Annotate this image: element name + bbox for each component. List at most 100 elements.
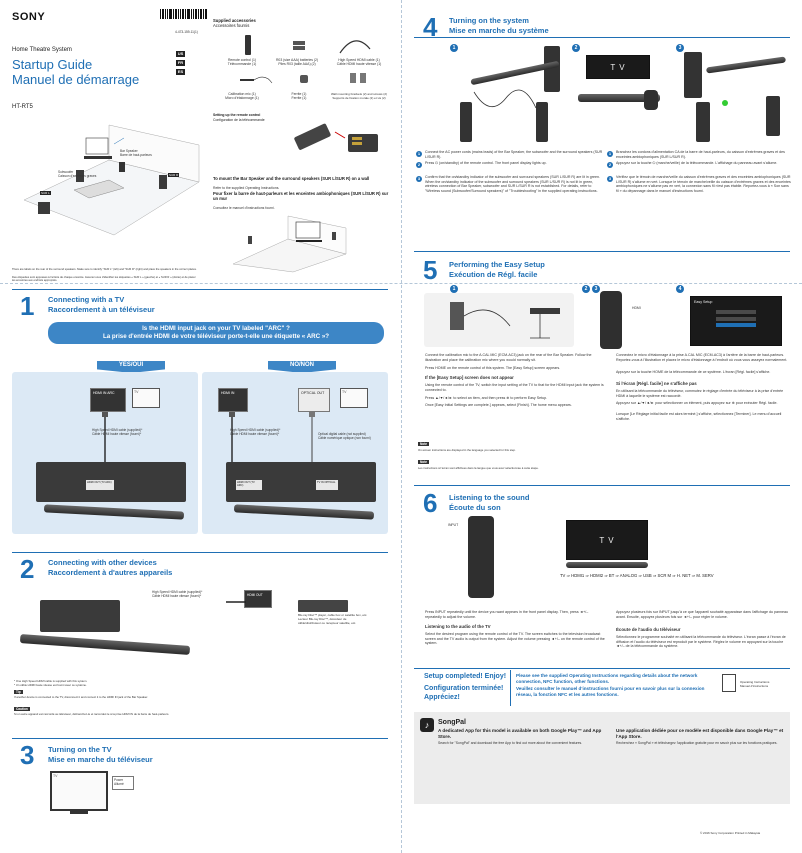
- tip-text: If another device is connected to the TV…: [14, 695, 149, 699]
- step-5-3-fr: Appuyez sur ▲/▼/◄/► pour sélectionner un…: [616, 401, 778, 405]
- enjoy-en: Setup completed! Enjoy!: [424, 673, 507, 680]
- device-hdmi-out-jack: HDMI OUT: [244, 590, 272, 608]
- sec6-listen-heading-en: Listening to the audio of the TV: [425, 624, 491, 629]
- sec2-cable-label: High Speed HDMI cable (supplied)* Câble …: [152, 590, 203, 598]
- mount-heading-fr: Pour fixer la barre de haut-parleurs et …: [213, 191, 389, 201]
- sec2-bar-rear-panel: [40, 600, 120, 632]
- menu-item-1[interactable]: [716, 310, 756, 314]
- section-6-number: 6: [423, 488, 438, 518]
- mount-heading-en: To mount the Bar Speaker and the surroun…: [213, 176, 370, 181]
- bar-rear-panel-yes: HDMI OUT (TV ARC): [36, 462, 186, 502]
- step-4-2-fr: Appuyez sur la touche ⏻ (marche/veille) …: [616, 161, 778, 165]
- section-5-rule: [414, 251, 790, 252]
- sec3-tv-stand: [70, 811, 88, 814]
- easy-setup-screen: Easy Setup: [690, 296, 782, 346]
- subwoofer-step1: [544, 46, 560, 92]
- step-5-2-fr: Appuyez sur la touche HOME de la télécom…: [616, 370, 771, 374]
- step-5-1-badge: 1: [450, 285, 458, 293]
- operating-instructions-book-icon: [722, 674, 736, 692]
- bar-rear-panel-no: HDMI OUT (TV ARC) TV IN OPTICAL: [226, 462, 376, 502]
- step-4-1-en: Connect the AC power cords (mains leads)…: [425, 150, 603, 159]
- remote-step6: [468, 516, 494, 598]
- remote-step2: [644, 90, 658, 110]
- remote-setup-heading-fr: Configuration de la télécommande: [213, 118, 265, 122]
- if-not-appear-en: If the [Easy Setup] screen does not appe…: [425, 375, 514, 380]
- hdmi-out-tv-arc-jack: HDMI OUT (TV ARC): [86, 480, 114, 490]
- accessories-icons: [240, 35, 371, 84]
- tv-hdmi-arc-jack: HDMI IN ARC: [90, 388, 126, 412]
- tv-no-label: TV: [342, 390, 347, 394]
- mount-text-en: Refer to the supplied Operating Instruct…: [213, 186, 280, 190]
- sur-r-label: SUR R: [168, 173, 180, 177]
- step-4-3-fr-badge: 3: [607, 176, 613, 182]
- step-5-4-en: Once [Easy Initial Settings are complete…: [425, 403, 572, 407]
- enjoy-fr: Configuration terminée! Appréciez!: [424, 685, 504, 701]
- songpal-head-fr: Une application dédiée pour ce modèle es…: [616, 728, 784, 739]
- model-number: HT-RT5: [12, 104, 33, 110]
- easy-setup-screen-title: Easy Setup: [694, 300, 713, 304]
- tv-optical-out-jack: OPTICAL OUT: [298, 388, 330, 412]
- device-label: Blu-ray Disc™ player, cable box or satel…: [298, 613, 368, 625]
- songpal-head-en: A dedicated App for this model is availa…: [438, 728, 602, 739]
- section-5-title-fr: Exécution de Régl. facile: [449, 270, 538, 279]
- songpal-app-icon: ♪: [420, 718, 434, 732]
- tv-no: TV: [340, 388, 368, 408]
- blu-ray-player: [298, 600, 348, 612]
- bar-step3: [705, 56, 787, 74]
- sony-logo: SONY: [12, 11, 46, 23]
- title-fr: Manuel de démarrage: [12, 72, 140, 87]
- step-5-4-fr: Lorsque [Le Réglage initial facile est a…: [616, 412, 782, 421]
- section-3-title-en: Turning on the TV: [48, 745, 112, 754]
- if-not-appear-fr-text: En utilisant la télécommande du télévise…: [616, 389, 784, 398]
- optical-out-label: OPTICAL OUT: [301, 391, 325, 395]
- step-4-2-badge-text: 2: [416, 162, 422, 168]
- section-1-rule: [12, 289, 388, 290]
- enjoy-divider: [510, 670, 511, 706]
- section-2-rule: [12, 552, 388, 553]
- step-5-2-en: Press HOME on the remote control of this…: [425, 366, 561, 370]
- section-5-number: 5: [423, 255, 438, 285]
- section-4-number: 4: [423, 12, 438, 42]
- power-callout: Power Allumé: [112, 776, 134, 790]
- sec5-note-fr: Les instructions à l'écran sont affichée…: [418, 466, 539, 470]
- input-button-label: INPUT: [448, 523, 459, 527]
- step-5-3-badge: 3: [592, 285, 600, 293]
- menu-item-2[interactable]: [716, 317, 756, 321]
- step-5-3-en: Press ▲/▼/◄/► to select an item, and the…: [425, 396, 548, 400]
- step-5-4-badge: 4: [676, 285, 684, 293]
- step-4-3-en: Confirm that the on/standby indicator of…: [425, 175, 600, 193]
- product-line: Home Theatre System: [12, 47, 72, 53]
- ferrite-label: Ferrite (1) Ferrite (1): [291, 92, 307, 101]
- songpal-panel: [414, 712, 790, 804]
- book-label: Operating Instructions Manuel d'instruct…: [740, 680, 770, 688]
- remote-control-label: Remote control (1) Télécommande (1): [227, 58, 257, 67]
- fold-line-vertical: [401, 0, 402, 853]
- tv-yes: TV: [132, 388, 160, 408]
- tv-hdmi-in-jack: HDMI IN: [218, 388, 248, 412]
- sec6-listen-text-en: Select the desired program using the rem…: [425, 632, 605, 646]
- title-en: Startup Guide: [12, 57, 93, 72]
- front-display-step6: T V: [566, 520, 648, 560]
- lang-tag-us: US: [176, 51, 185, 57]
- yes-cable-label: High Speed HDMI cable (supplied)* Câble …: [92, 428, 143, 436]
- step-5-1-en: Connect the calibration mic to the A.CAL…: [425, 353, 592, 362]
- step-4-1-fr-badge: 1: [607, 151, 613, 157]
- section-1-title-fr: Raccordement à un téléviseur: [48, 305, 155, 314]
- hdmi-in-label: HDMI IN: [221, 391, 235, 395]
- refer-en: Please see the supplied Operating Instru…: [516, 673, 698, 684]
- sur-l-step1: [460, 102, 472, 142]
- fold-line-horizontal: [0, 283, 802, 284]
- barcode-image: [160, 9, 207, 19]
- sec2-bar-speaker: [19, 634, 191, 655]
- no-hdmi-cable-label: High Speed HDMI cable (supplied)* Câble …: [230, 428, 281, 436]
- hdmi-in-arc-label: HDMI IN ARC: [93, 391, 115, 395]
- sur-l-label: SUR L: [40, 191, 51, 195]
- section-3-rule: [12, 738, 388, 739]
- sec6-intro-fr: Appuyez plusieurs fois sur INPUT jusqu'à…: [616, 610, 788, 619]
- step-4-2-fr-badge: 2: [607, 162, 613, 168]
- menu-item-selected[interactable]: [716, 323, 756, 327]
- section-3-title-fr: Mise en marche du téléviseur: [48, 755, 153, 764]
- step-4-3-badge-text: 3: [416, 176, 422, 182]
- section-6-title-en: Listening to the sound: [449, 493, 530, 502]
- arc-question-en: Is the HDMI input jack on your TV labele…: [142, 325, 290, 332]
